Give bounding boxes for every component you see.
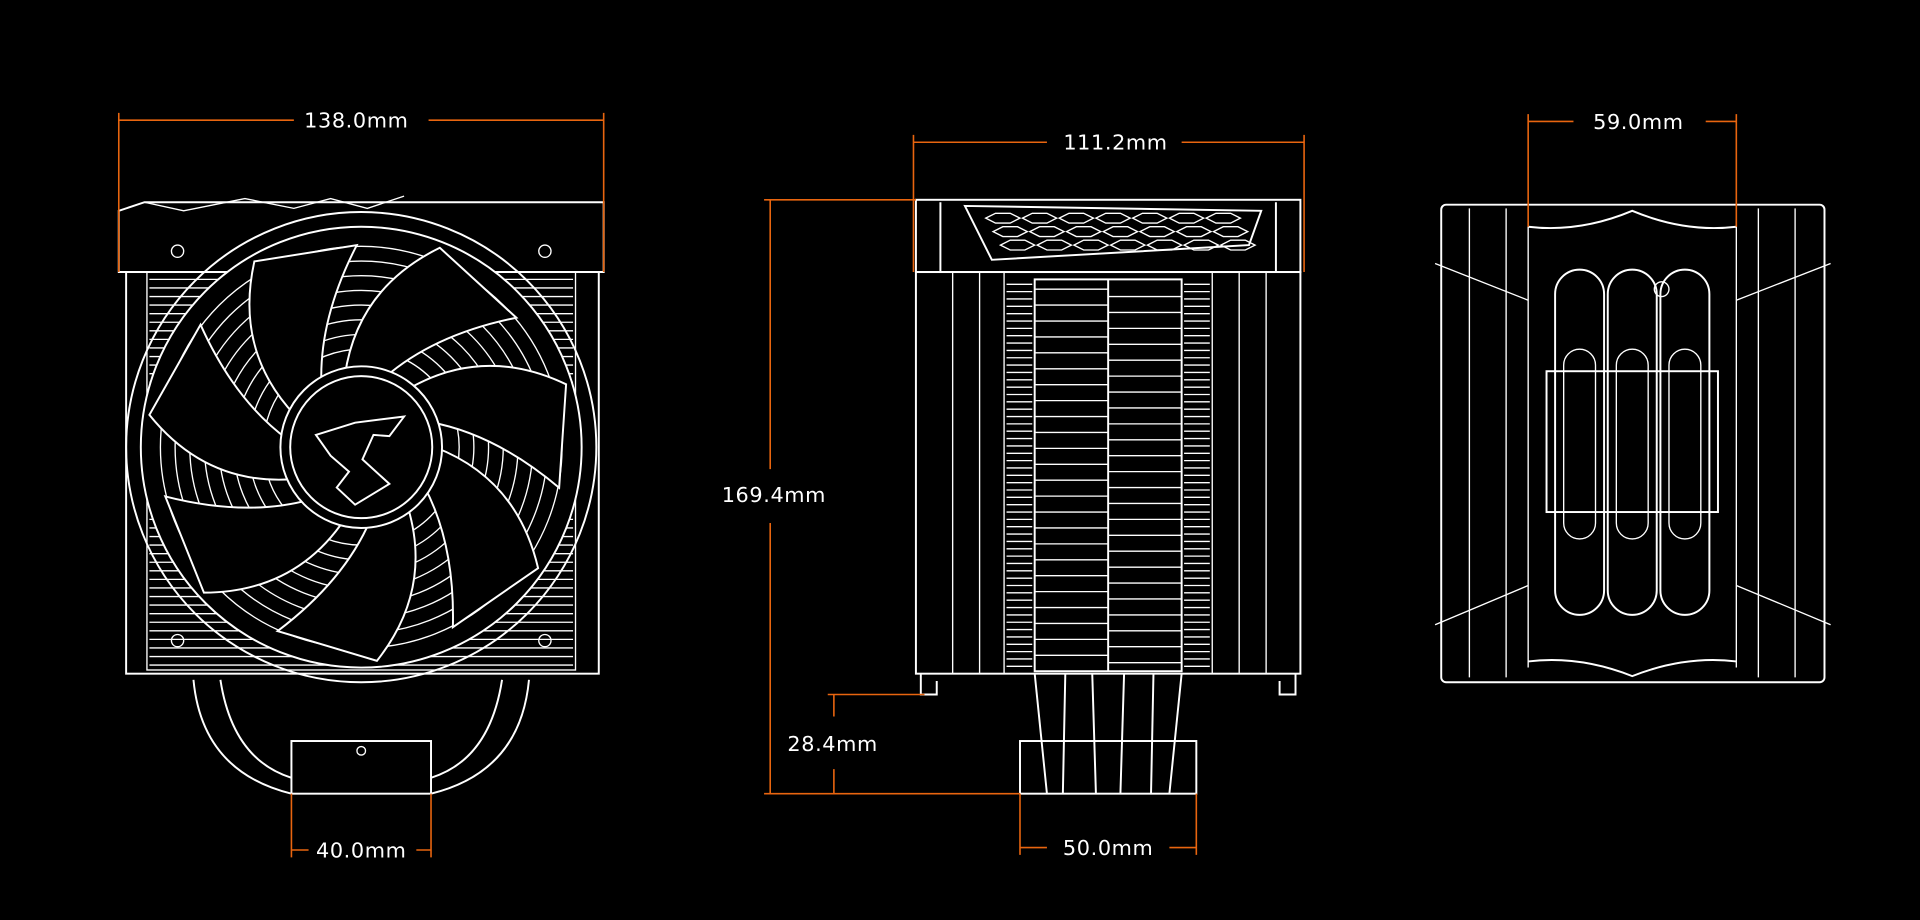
side-feet (919, 673, 1297, 696)
heatpipe-inner (1563, 348, 1597, 540)
side-fan-clips (951, 272, 1267, 674)
fan-blade (148, 322, 297, 481)
side-top-hex-pattern (984, 212, 1257, 251)
hex-cell (1219, 239, 1257, 251)
top-view-heatpipes (1554, 268, 1711, 616)
aorus-logo-icon (314, 415, 407, 506)
fan-blade (422, 445, 540, 630)
front-heatpipes (192, 679, 530, 795)
top-view (1434, 203, 1831, 684)
hex-cell (998, 239, 1037, 251)
side-body (914, 271, 1302, 675)
screw-icon (538, 244, 552, 259)
dim-side-width: 111.2mm (1063, 131, 1167, 155)
heatpipe (1606, 268, 1658, 616)
top-view-fin-curves (1528, 209, 1737, 678)
center-screw-icon (1653, 281, 1670, 298)
dim-total-height: 169.4mm (722, 483, 826, 507)
dim-front-width-line (117, 112, 605, 273)
front-view (117, 195, 605, 795)
side-heatpipes (1033, 673, 1183, 794)
hex-cell (1138, 226, 1176, 238)
dim-base-width-front: 40.0mm (316, 838, 407, 862)
dim-front-width: 138.0mm (304, 109, 408, 133)
fan-clip-wires (1434, 262, 1831, 626)
screw-icon (170, 633, 185, 648)
front-base-block (290, 740, 432, 795)
dim-side-width-line (912, 134, 1305, 273)
dim-top-depth: 59.0mm (1593, 110, 1684, 134)
hex-cell (1094, 212, 1132, 224)
side-top-pattern (963, 204, 1263, 261)
dim-base-clearance: 28.4mm (787, 732, 878, 756)
hex-cell (1182, 239, 1220, 251)
hex-cell (1167, 212, 1206, 224)
dim-front-base-line (290, 793, 432, 858)
screw-icon (170, 244, 185, 259)
hex-cell (1109, 239, 1147, 251)
fan-blade (275, 503, 417, 662)
dim-base-width-side: 50.0mm (1063, 836, 1154, 860)
hex-cell (1020, 212, 1059, 224)
fan-blade (343, 246, 519, 379)
side-fins (1006, 283, 1210, 667)
front-top-edge (144, 195, 405, 212)
hex-cell (1072, 239, 1110, 251)
heatpipe-inner (1668, 348, 1702, 540)
hex-cell (1204, 212, 1242, 224)
fan-blade (405, 364, 568, 490)
fan-blades (148, 243, 568, 662)
hex-cell (1057, 212, 1095, 224)
hex-cell (1175, 226, 1213, 238)
heatpipe (1659, 268, 1711, 616)
fan-hub (289, 375, 434, 520)
dim-clearance-line (827, 693, 925, 794)
fan-blade (248, 243, 359, 417)
hex-cell (1028, 226, 1066, 238)
hex-cell (991, 226, 1029, 238)
hex-cell (1131, 212, 1169, 224)
fan-ring-outer (125, 211, 598, 684)
heatpipe (1554, 268, 1606, 616)
dim-top-depth-line (1527, 114, 1738, 227)
heatpipe-inner (1615, 348, 1649, 540)
hex-cell (1065, 226, 1103, 238)
side-base-block (1019, 740, 1198, 795)
top-view-fan-edges (1468, 208, 1796, 678)
hex-cell (1035, 239, 1073, 251)
dim-side-base-line (1019, 793, 1198, 855)
fan-hub-outer (279, 365, 444, 529)
base-hole (356, 745, 367, 756)
dimension-lines: 138.0mm 111.2mm 59.0mm 169.4mm 28.4mm 40… (117, 109, 1738, 862)
top-view-fin-block (1545, 370, 1719, 514)
side-top-edge (939, 202, 1277, 273)
hex-cell (1101, 226, 1140, 238)
hex-cell (1211, 226, 1250, 238)
hex-cell (1145, 239, 1184, 251)
hex-cell (984, 212, 1022, 224)
fan-blade (163, 494, 347, 594)
screw-icon (538, 633, 552, 648)
dim-height-line (764, 199, 1020, 795)
top-view-outline (1440, 203, 1826, 684)
side-view (914, 198, 1302, 795)
